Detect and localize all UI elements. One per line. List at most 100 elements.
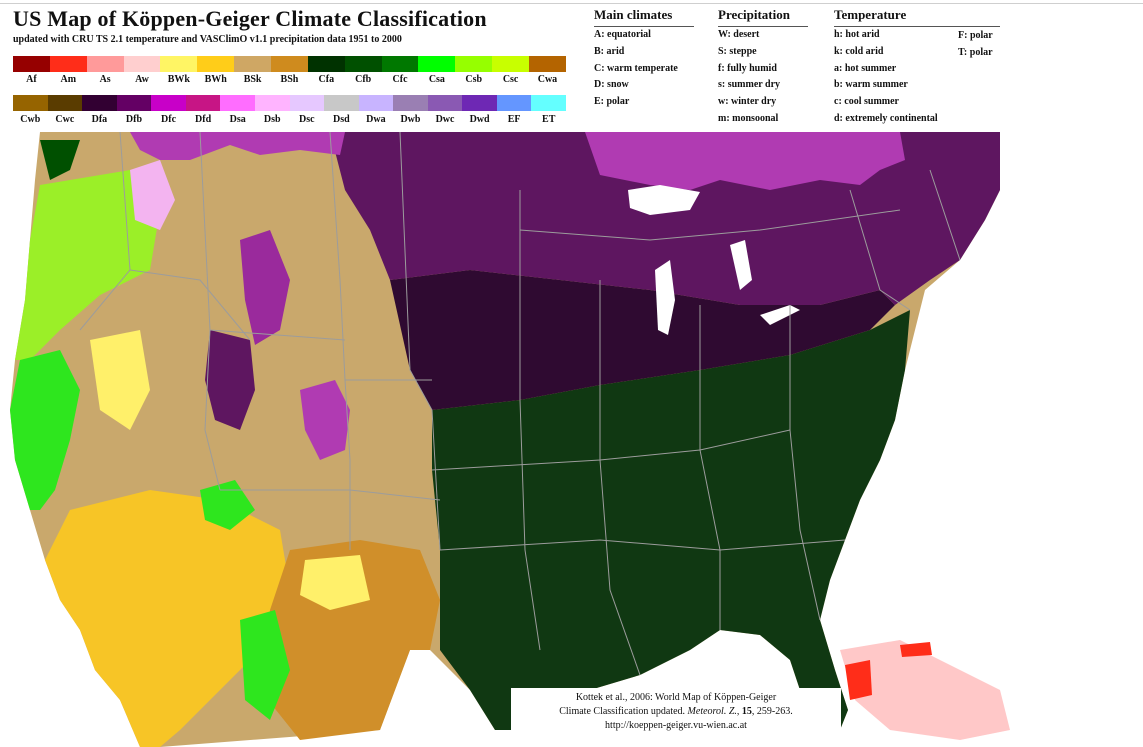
- key-temperature: Temperature h: hot arid k: cold arid a: …: [834, 7, 938, 128]
- legend-swatch-aw: [123, 56, 161, 72]
- legend-code-dsa: Dsa: [229, 114, 246, 125]
- legend-swatch-dsc: [289, 95, 325, 111]
- legend-code-dsd: Dsd: [333, 114, 350, 125]
- key-precip-item: f: fully humid: [718, 62, 777, 74]
- key-precip-item: w: winter dry: [718, 96, 777, 108]
- legend-code-cwb: Cwb: [20, 114, 41, 125]
- legend-swatch-cfa: [307, 56, 345, 72]
- legend-code-dwc: Dwc: [435, 114, 455, 125]
- legend-swatch-bwh: [197, 56, 235, 72]
- key-main-item: B: arid: [594, 45, 625, 57]
- region-am-keys: [900, 642, 932, 657]
- climate-map: [0, 130, 1143, 747]
- region-bwk-great-basin: [90, 330, 150, 430]
- key-temp-item: d: extremely continental: [834, 112, 938, 124]
- legend-swatch-dfd: [185, 95, 221, 111]
- key-temperature-polar: F: polar T: polar: [958, 28, 993, 62]
- legend-code-dwb: Dwb: [400, 114, 421, 125]
- key-precip-item: S: steppe: [718, 45, 757, 57]
- citation-volume: 15: [741, 706, 752, 717]
- key-temp-rule: [834, 26, 1000, 27]
- legend-swatch-dsd: [324, 95, 359, 111]
- key-precip-item: W: desert: [718, 29, 760, 40]
- legend-swatch-dwc: [427, 95, 463, 111]
- legend-swatches-row-1: [13, 56, 566, 72]
- legend-swatch-dwd: [462, 95, 497, 111]
- legend-code-cfa: Cfa: [318, 74, 335, 85]
- region-csa-az: [200, 480, 255, 530]
- top-rule: [0, 3, 1143, 4]
- legend-code-am: Am: [60, 74, 77, 85]
- legend-swatch-af: [13, 56, 50, 72]
- region-am-florida: [845, 660, 872, 700]
- legend-swatch-ef: [496, 95, 532, 111]
- region-dfc-northwest: [130, 132, 345, 160]
- region-dfc-north: [585, 132, 905, 190]
- legend-swatch-dwb: [393, 95, 428, 111]
- citation-text: Climate Classification updated.: [559, 706, 688, 717]
- legend-swatch-cwa: [529, 56, 566, 72]
- citation-sep: ,: [736, 706, 742, 717]
- region-csa-coast: [10, 350, 80, 510]
- key-main-rule: [594, 26, 694, 27]
- key-temp-heading: Temperature: [834, 7, 907, 22]
- key-temp-extra: F: polar: [958, 30, 993, 41]
- region-cfb-coast: [40, 140, 80, 180]
- key-main-item: C: warm temperate: [594, 62, 678, 74]
- legend-swatch-csc: [492, 56, 530, 72]
- legend-swatch-dwa: [358, 95, 394, 111]
- legend-code-csc: Csc: [502, 74, 519, 85]
- legend-swatch-bwk: [160, 56, 198, 72]
- state-borders: [79, 131, 961, 676]
- map-title: US Map of Köppen-Geiger Climate Classifi…: [13, 6, 487, 31]
- legend-code-ef: EF: [507, 114, 521, 125]
- us-climate-map-svg: [0, 130, 1143, 747]
- legend-code-aw: Aw: [135, 74, 149, 85]
- region-csa-tx: [240, 610, 290, 720]
- region-dfc-mountain: [240, 230, 290, 345]
- legend-code-dsc: Dsc: [299, 114, 315, 125]
- key-temp-item: k: cold arid: [834, 45, 884, 57]
- region-dfb-wy: [205, 330, 255, 430]
- legend-code-bwh: BWh: [204, 74, 227, 85]
- legend-code-bwk: BWk: [167, 74, 190, 85]
- region-csb-coast: [15, 170, 160, 360]
- citation-line-1: Kottek et al., 2006: World Map of Köppen…: [575, 692, 777, 703]
- region-dfc-rockies: [300, 380, 350, 460]
- key-main-item: A: equatorial: [594, 29, 651, 40]
- legend-code-bsh: BSh: [280, 74, 299, 85]
- key-precipitation: Precipitation W: desert S: steppe f: ful…: [718, 7, 790, 128]
- legend-swatch-cwc: [47, 95, 83, 111]
- citation-journal: Meteorol. Z.: [687, 706, 737, 717]
- legend-code-bsk: BSk: [243, 74, 262, 85]
- legend-code-dsb: Dsb: [263, 114, 281, 125]
- legend-swatch-csb: [455, 56, 493, 72]
- legend-swatch-am: [49, 56, 87, 72]
- region-bwh-southwest: [45, 490, 290, 747]
- legend-code-dfd: Dfd: [195, 114, 212, 125]
- legend-swatch-dfa: [82, 95, 117, 111]
- key-temp-item: b: warm summer: [834, 79, 908, 91]
- legend-code-et: ET: [542, 114, 556, 125]
- legend-code-dwa: Dwa: [366, 114, 386, 125]
- legend-swatch-csa: [418, 56, 456, 72]
- legend-code-cfb: Cfb: [355, 74, 372, 85]
- legend-code-csb: Csb: [465, 74, 483, 85]
- legend-swatch-bsk: [234, 56, 272, 72]
- region-bwk-nm: [300, 555, 370, 610]
- legend-swatch-dsb: [254, 95, 290, 111]
- legend-swatch-cwb: [13, 95, 48, 111]
- legend-swatch-cfb: [344, 56, 382, 72]
- legend-swatch-dsa: [220, 95, 255, 111]
- citation-box: Kottek et al., 2006: World Map of Köppen…: [511, 688, 841, 744]
- legend-swatches-row-2: [13, 95, 566, 111]
- legend-code-dfa: Dfa: [91, 114, 108, 125]
- key-main-heading: Main climates: [594, 7, 673, 22]
- lake-huron: [730, 240, 752, 290]
- key-precip-item: m: monsoonal: [718, 112, 779, 124]
- legend-swatch-cfc: [381, 56, 419, 72]
- key-main-item: D: snow: [594, 79, 629, 91]
- legend-swatch-et: [531, 95, 566, 111]
- legend-code-csa: Csa: [428, 74, 445, 85]
